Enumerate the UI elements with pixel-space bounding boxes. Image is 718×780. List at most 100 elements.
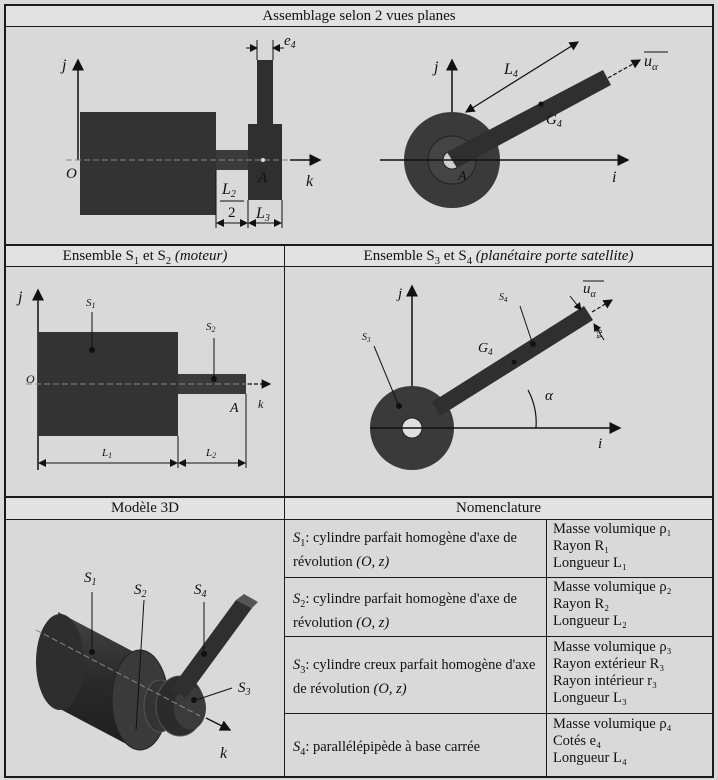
nom-2-prop-1: Masse volumique ρ₂ (553, 579, 672, 595)
s4-3d-dot (201, 651, 207, 657)
frame-left (4, 4, 6, 778)
s4-bar (257, 60, 273, 124)
nom-col-line (546, 519, 547, 778)
header-modele: Modèle 3D (6, 498, 284, 519)
label-S4-3d: S4 (194, 582, 207, 600)
label-i4: i (598, 436, 602, 452)
assembly-side-view: j k O A e4 L2 2 L3 j i A L4 uα G4 (60, 33, 668, 228)
label-S3b: S3 (362, 332, 371, 344)
s1-3d-dot (89, 649, 95, 655)
label-k3: k (258, 397, 264, 411)
s2-3d-leader (135, 599, 145, 731)
label-two: 2 (228, 205, 236, 221)
s3s4-view: j i uα α G4 S4 S3 e4 (362, 280, 622, 470)
frame-right (712, 4, 714, 778)
label-L2: L2 (221, 181, 236, 200)
header-s3s4: Ensemble S3 et S4 (planétaire porte sate… (285, 246, 712, 267)
label-S3-3d: S3 (238, 680, 251, 698)
s3-hub (248, 124, 282, 200)
point-G4 (538, 101, 544, 107)
nom-row-line-2 (285, 636, 712, 637)
label-i: i (612, 169, 616, 186)
label-S1: S1 (86, 297, 96, 310)
nom-3-prop-2: Rayon extérieur R₃ (553, 656, 665, 672)
nom-4-prop-1: Masse volumique ρ₄ (553, 716, 672, 732)
label-G4: G4 (546, 112, 562, 130)
label-j4: j (396, 286, 402, 302)
label-j3: j (16, 289, 23, 306)
label-O: O (66, 166, 77, 182)
nom-2-prop-2: Rayon R₂ (553, 596, 610, 612)
label-L3: L3 (255, 205, 270, 224)
row-line-5 (4, 519, 714, 520)
title-s3s4-paren: (planétaire porte satellite) (475, 248, 634, 264)
row-line-3 (4, 266, 714, 267)
s3-dot (396, 403, 402, 409)
s4-leader (519, 305, 533, 343)
label-S2: S2 (206, 321, 216, 334)
nom-1-prop-1: Masse volumique ρ₁ (553, 521, 672, 537)
title-s1s2-mid: et S (139, 248, 166, 264)
label-e4b: e4 (592, 327, 607, 340)
s3-hub-face (174, 686, 206, 730)
title-s3s4-mid: et S (440, 248, 467, 264)
label-A: A (257, 170, 268, 186)
label-e4: e4 (284, 33, 296, 51)
nom-row-4-desc: S4: parallélépipède à base carrée (293, 739, 480, 758)
label-u4: uα (583, 281, 597, 300)
label-L2b: L2 (205, 447, 216, 460)
header-nomenclature: Nomenclature (285, 498, 712, 519)
nom-3-prop-1: Masse volumique ρ₃ (553, 639, 672, 655)
row-line-1 (4, 26, 714, 27)
col-line-mid (284, 244, 285, 778)
frame-bottom (4, 776, 714, 778)
nom-3-prop-3: Rayon intérieur r₃ (553, 673, 658, 689)
label-O3: O (26, 372, 35, 386)
label-u: uα (644, 53, 658, 73)
s1-cyl-back (36, 614, 84, 710)
nom-4-prop-2: Cotés e₄ (553, 733, 602, 749)
s4-dot (530, 341, 536, 347)
nom-1-prop-2: Rayon R₁ (553, 538, 610, 554)
nom-row-1-props: Masse volumique ρ₁ Rayon R₁ Longueur L₁ (547, 521, 712, 572)
model-3d-view: k S1 S2 S4 S3 (35, 570, 258, 762)
nom-row-2-desc: S2: cylindre parfait homogène d'axe de r… (293, 591, 517, 631)
header-assemblage: Assemblage selon 2 vues planes (6, 6, 712, 26)
nom-4-prop-3: Longueur L₄ (553, 750, 627, 766)
s1-body (80, 112, 216, 215)
nom-row-3-props: Masse volumique ρ₃ Rayon extérieur R₃ Ra… (547, 639, 712, 707)
axis-3d-dashed (35, 629, 201, 717)
label-L1: L1 (101, 447, 112, 460)
label-alpha: α (545, 388, 554, 404)
s4-bar-top (236, 594, 258, 608)
label-S4b: S4 (499, 292, 508, 304)
nom-row-1-desc: S1: cylindre parfait homogène d'axe de r… (293, 530, 517, 570)
axis-u4-line (591, 299, 614, 313)
nom-row-2-props: Masse volumique ρ₂ Rayon R₂ Longueur L₂ (547, 579, 712, 630)
title-modele: Modèle 3D (111, 500, 179, 516)
point-A (261, 158, 265, 162)
dim-L4 (464, 41, 580, 113)
s1-dot (89, 347, 95, 353)
label-S2-3d: S2 (134, 582, 147, 600)
label-A2: A (457, 169, 467, 184)
label-j: j (60, 57, 67, 74)
title-s1s2-paren: (moteur) (174, 248, 228, 264)
s3-3d-leader (195, 687, 233, 701)
nom-row-3-desc: S3: cylindre creux parfait homogène d'ax… (293, 657, 536, 697)
title-nomenclature: Nomenclature (456, 500, 541, 516)
s2-dot (211, 376, 217, 382)
nom-row-line-3 (285, 713, 712, 714)
label-A3: A (229, 401, 239, 416)
label-k: k (306, 173, 314, 190)
header-s1s2: Ensemble S1 et S2 (moteur) (6, 246, 284, 267)
nom-row-line-1 (285, 577, 712, 578)
s3-3d-dot (191, 697, 197, 703)
label-L4: L4 (503, 61, 518, 80)
e4b-arrow-1 (569, 295, 582, 311)
nom-2-prop-3: Longueur L₂ (553, 613, 627, 629)
point-G4b (511, 359, 517, 365)
row-line-4 (4, 496, 714, 498)
label-k-3d: k (220, 745, 228, 762)
nom-1-prop-3: Longueur L₁ (553, 555, 627, 571)
